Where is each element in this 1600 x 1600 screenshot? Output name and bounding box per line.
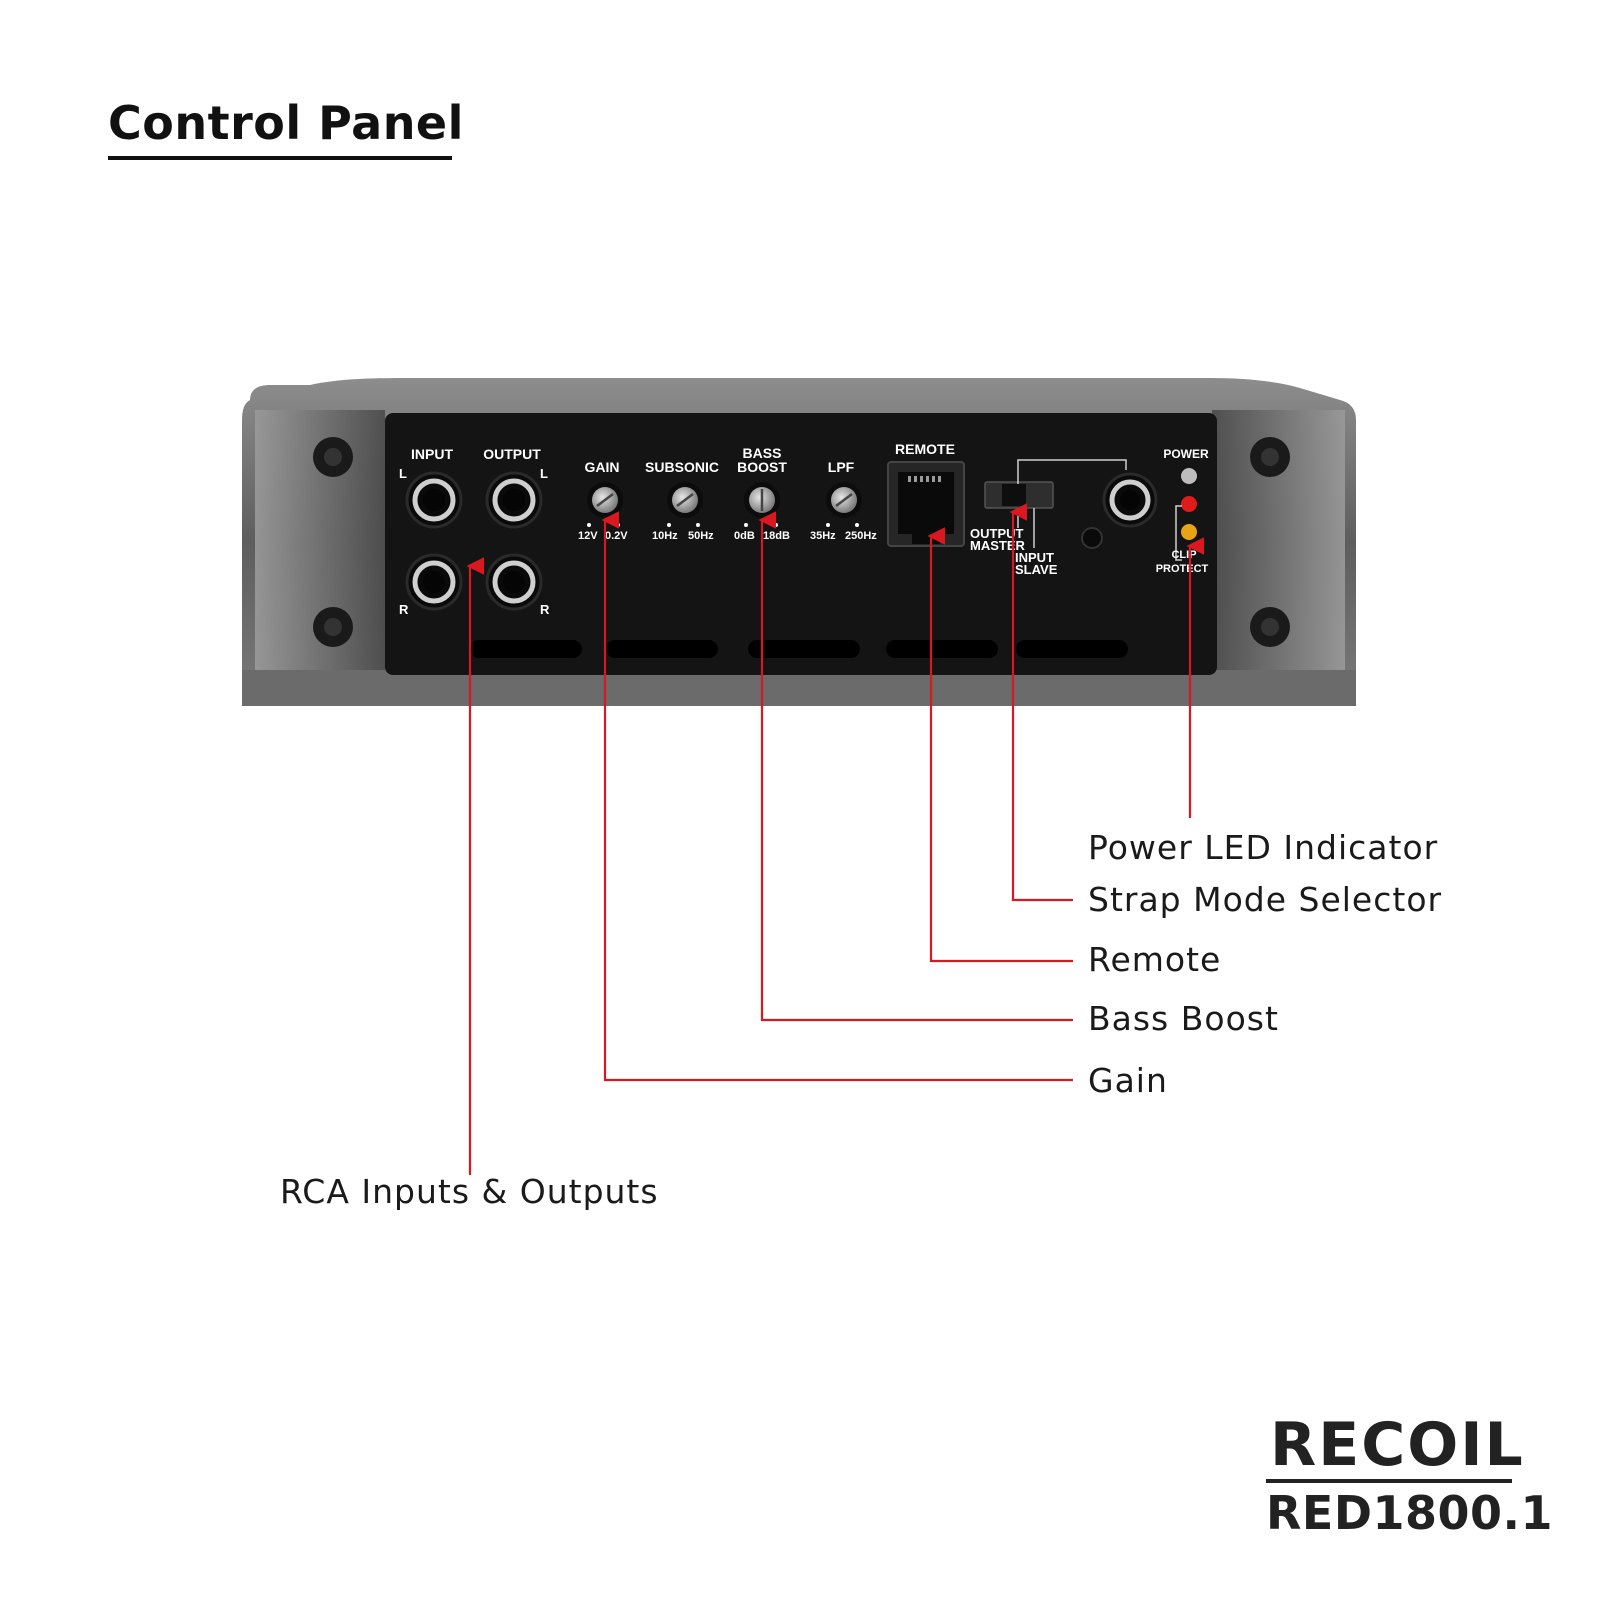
gain-callout-line [601, 511, 1073, 1082]
vent-slots [470, 640, 1128, 658]
small-screw-icon [1081, 527, 1103, 549]
screw-icon [1250, 437, 1290, 477]
remote-callout-label: Remote [1088, 940, 1222, 979]
subsonic-max-label: 50Hz [688, 530, 714, 542]
bass-boost-knob[interactable] [744, 482, 780, 518]
output-master-label-line1: OUTPUT [970, 526, 1024, 541]
strap-mode-callout-line [1009, 503, 1073, 902]
screw-icon [1250, 607, 1290, 647]
rca-input-left-jack[interactable] [405, 471, 463, 529]
red-led-icon [1181, 496, 1197, 512]
rca-input-right-jack[interactable] [405, 553, 463, 611]
input-slave-label-line1: INPUT [1015, 550, 1054, 565]
page-title: Control Panel [108, 96, 464, 150]
power-label: POWER [1163, 447, 1209, 461]
bass-min-label: 0dB [734, 530, 755, 542]
lpf-min-label: 35Hz [810, 530, 836, 542]
lpf-knob[interactable] [826, 482, 862, 518]
output-right-mark: R [540, 602, 550, 617]
subsonic-min-label: 10Hz [652, 530, 678, 542]
gain-callout-label: Gain [1088, 1061, 1168, 1100]
rca-output-left-jack[interactable] [485, 471, 543, 529]
remote-label: REMOTE [895, 441, 955, 457]
model-number: RED1800.1 [1266, 1486, 1554, 1540]
gain-knob[interactable] [587, 482, 623, 518]
control-panel-face [385, 413, 1217, 675]
gain-max-label: 0.2V [605, 530, 628, 542]
power-led-icon [1181, 468, 1197, 484]
gain-min-label: 12V [578, 530, 598, 542]
subsonic-label: SUBSONIC [645, 459, 719, 475]
remote-callout-line [927, 527, 1073, 963]
lpf-label: LPF [828, 459, 855, 475]
strap-mode-callout-label: Strap Mode Selector [1088, 880, 1443, 919]
screw-icon [313, 437, 353, 477]
clip-label: CLIP [1171, 549, 1196, 561]
amber-led-icon [1181, 524, 1197, 540]
bass-boost-callout-label: Bass Boost [1088, 999, 1279, 1038]
title-underline [108, 156, 452, 160]
brand-logo-rule [1266, 1479, 1512, 1483]
bass-boost-callout-line [758, 511, 1073, 1022]
protect-label: PROTECT [1156, 563, 1209, 575]
bass-boost-label-line1: BASS [743, 445, 782, 461]
remote-port[interactable] [887, 461, 965, 547]
led-bracket [1175, 505, 1182, 561]
output-label: OUTPUT [483, 446, 541, 462]
input-label: INPUT [411, 446, 453, 462]
gain-label: GAIN [585, 459, 620, 475]
bass-max-label: 18dB [763, 530, 790, 542]
rca-callout-label: RCA Inputs & Outputs [280, 1172, 659, 1211]
input-slave-label-line2: SLAVE [1015, 562, 1058, 577]
output-left-mark: L [540, 466, 548, 481]
power-led-callout-label: Power LED Indicator [1088, 828, 1439, 867]
screw-icon [313, 607, 353, 647]
bass-boost-label-line2: BOOST [737, 459, 787, 475]
output-master-label-line2: MASTER [970, 538, 1026, 553]
subsonic-knob[interactable] [667, 482, 703, 518]
strap-mode-switch[interactable] [984, 481, 1054, 509]
lpf-max-label: 250Hz [845, 530, 877, 542]
brand-logo: RECOIL [1270, 1410, 1525, 1480]
strap-link-jack[interactable] [1102, 472, 1158, 528]
input-right-mark: R [399, 602, 409, 617]
input-left-mark: L [399, 466, 407, 481]
rca-output-right-jack[interactable] [485, 553, 543, 611]
